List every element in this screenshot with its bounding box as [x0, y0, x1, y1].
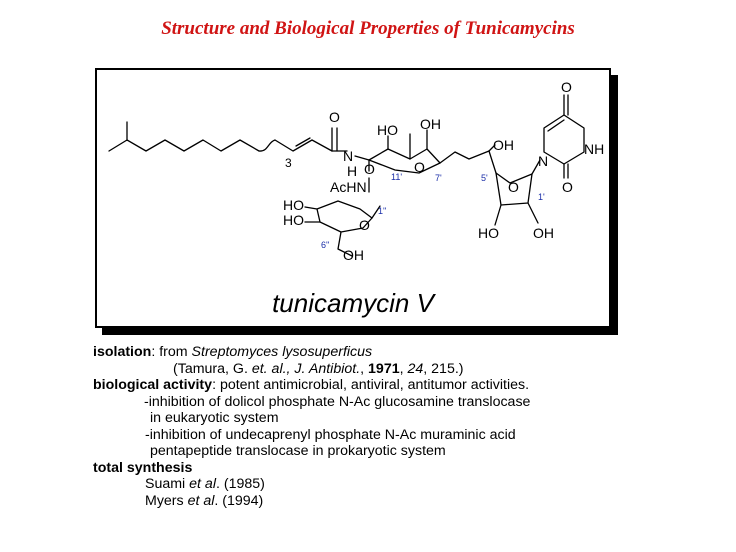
- uracil-ring: [543, 114, 585, 165]
- sugar-ring-lower: [316, 200, 373, 233]
- tunicamycin-structure-diagram: O N H 3 HO OH OH O O 11' 7' 5' AcHN HO H…: [108, 79, 604, 263]
- activity-item: -inhibition of undecaprenyl phosphate N-…: [145, 426, 516, 443]
- amide-oxygen-label: O: [329, 109, 340, 125]
- hydroxyl-label: OH: [493, 137, 514, 153]
- amide-hydrogen-label: H: [347, 163, 357, 179]
- reference-line: (Tamura, G. et. al., J. Antibiot., 1971,…: [173, 360, 464, 377]
- acetamido-label: AcHN: [330, 179, 367, 195]
- amide-nitrogen-label: N: [343, 148, 353, 164]
- ring-oxygen-label: O: [414, 159, 425, 175]
- hydroxyl-label: HO: [478, 225, 499, 241]
- structure-caption: tunicamycin V: [272, 288, 434, 318]
- position-label: 7': [435, 173, 442, 183]
- isolation-line: isolation: from Streptomyces lysosuperfi…: [93, 344, 373, 360]
- hydroxyl-label: OH: [420, 116, 441, 132]
- position-label: 5': [481, 173, 488, 183]
- position-label: 1'': [378, 206, 387, 216]
- isolation-heading: isolation: [93, 344, 152, 360]
- position-label: 6'': [321, 240, 330, 250]
- synthesis-reference: Suami et al. (1985): [145, 476, 265, 492]
- glycosidic-oxygen-label: O: [364, 161, 375, 177]
- repeat-count-label: 3: [285, 156, 292, 170]
- slide-title: Structure and Biological Properties of T…: [161, 18, 575, 39]
- activity-item: -inhibition of dolicol phosphate N-Ac gl…: [144, 393, 531, 410]
- activity-item: pentapeptide translocase in prokaryotic …: [150, 443, 446, 459]
- structure-panel: O N H 3 HO OH OH O O 11' 7' 5' AcHN HO H…: [95, 68, 611, 328]
- properties-text: isolation: from Streptomyces lysosuperfi…: [93, 344, 530, 509]
- uracil-nitrogen-label: N: [538, 153, 548, 169]
- uracil-nh-label: NH: [584, 141, 604, 157]
- chain-repeat-bracket: [258, 139, 276, 152]
- position-label: 11': [391, 172, 402, 182]
- hydroxyl-label: OH: [343, 247, 364, 263]
- hydroxyl-label: HO: [377, 122, 398, 138]
- biological-activity-heading: biological activity: [93, 377, 213, 393]
- alkene-double-bond: [295, 137, 311, 147]
- lipid-chain: [108, 139, 260, 152]
- organism-name: Streptomyces lysosuperficus: [191, 344, 373, 360]
- ribose-ring: [495, 172, 533, 206]
- biological-activity-line: biological activity: potent antimicrobia…: [93, 377, 530, 393]
- total-synthesis-heading: total synthesis: [93, 459, 193, 476]
- position-label: 1': [538, 192, 545, 202]
- synthesis-reference: Myers et al. (1994): [145, 492, 264, 509]
- uracil-oxygen-label: O: [562, 179, 573, 195]
- trans-alkene: [274, 139, 313, 152]
- activity-item: in eukaryotic system: [150, 410, 279, 426]
- ring-oxygen-label: O: [508, 179, 519, 195]
- hydroxyl-label: HO: [283, 197, 304, 213]
- total-synthesis-line: total synthesis: [93, 460, 530, 477]
- hydroxyl-label: HO: [283, 212, 304, 228]
- ring-oxygen-label: O: [359, 217, 370, 233]
- hydroxyl-label: OH: [533, 225, 554, 241]
- sugar-ring-left: [368, 148, 441, 174]
- uracil-oxygen-label: O: [561, 79, 572, 95]
